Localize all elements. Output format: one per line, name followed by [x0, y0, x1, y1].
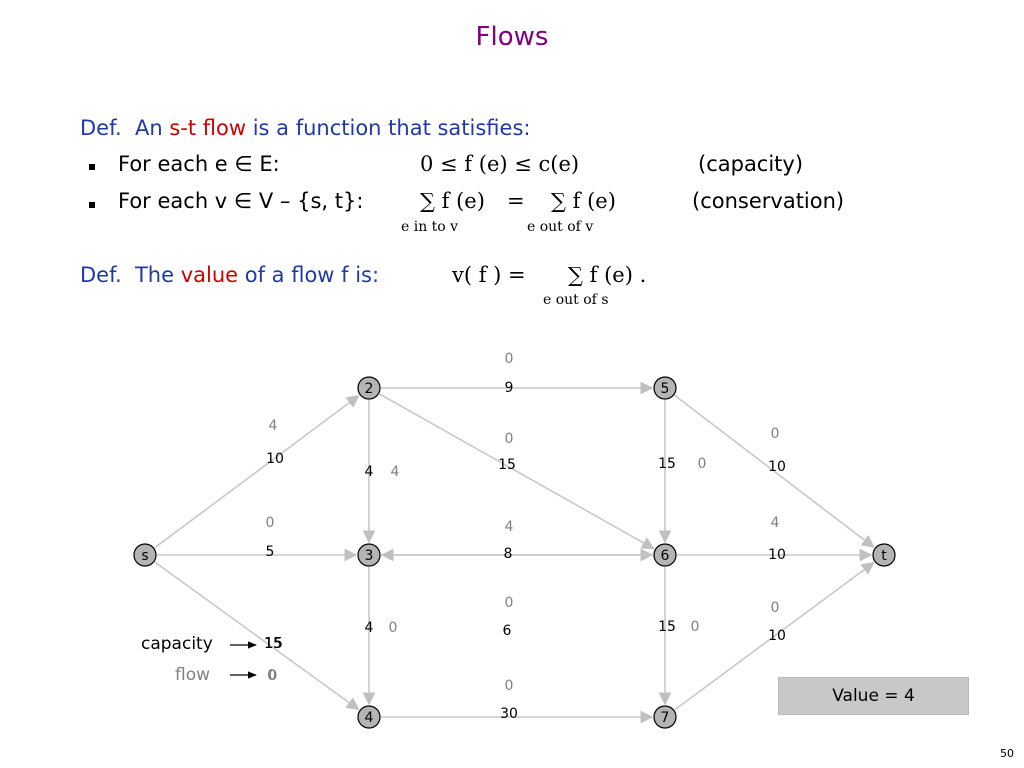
edge-capacity-label: 10	[266, 451, 284, 467]
node-label-3: 3	[365, 548, 374, 564]
edge-2-6	[379, 393, 655, 550]
edge-capacity-label: 9	[505, 380, 514, 396]
edge-s-4	[154, 561, 360, 711]
slide-title: Flows	[475, 22, 549, 52]
edge-flow-label: 4	[391, 464, 400, 480]
edge-capacity-label: 10	[768, 459, 786, 475]
definition-value: Def. The value of a flow f is:	[80, 263, 379, 287]
capacity-note: (capacity)	[698, 152, 804, 176]
value-sum: ∑ f (e) .	[568, 263, 647, 287]
page-number: 50	[1000, 747, 1014, 760]
node-label-2: 2	[365, 381, 374, 397]
edge-7-t	[674, 561, 875, 711]
conservation-right-sum: ∑ f (e)	[551, 189, 616, 213]
edge-capacity-label: 4	[365, 464, 374, 480]
edge-flow-label: 4	[771, 515, 780, 531]
node-label-t: t	[881, 548, 887, 564]
legend-capacity-label: capacity	[141, 634, 213, 654]
edge-flow-label: 0	[771, 426, 780, 442]
def2-prefix: Def. The	[80, 263, 181, 287]
edge-capacity-label: 15	[264, 636, 282, 652]
node-s	[133, 543, 157, 567]
edge-flow-label: 0	[505, 351, 514, 367]
def1-suffix: is a function that satisfies:	[246, 116, 531, 140]
conservation-left-subscript: e in to v	[401, 219, 459, 235]
edge-capacity-label: 15	[658, 619, 676, 635]
node-4	[357, 705, 381, 729]
node-label-5: 5	[661, 381, 670, 397]
capacity-formula: 0 ≤ f (e) ≤ c(e)	[420, 152, 580, 176]
definition-flow: Def. An s-t flow is a function that sati…	[80, 116, 530, 140]
edge-capacity-label: 15	[658, 456, 676, 472]
flow-value-box: Value = 4	[778, 677, 969, 715]
edge-flow-label: 0	[771, 600, 780, 616]
def1-term: s-t flow	[169, 116, 247, 140]
edge-capacity-label: 10	[768, 628, 786, 644]
edge-capacity-label: 6	[503, 623, 512, 639]
value-formula: v( f ) =	[452, 263, 526, 287]
edge-flow-label: 0	[505, 431, 514, 447]
node-6	[653, 543, 677, 567]
edge-flow-label: 0	[266, 515, 275, 531]
node-2	[357, 376, 381, 400]
edge-flow-label: 4	[269, 418, 278, 434]
node-7	[653, 705, 677, 729]
edge-capacity-label: 4	[365, 620, 374, 636]
bullet-marker	[89, 202, 95, 208]
node-t	[872, 543, 896, 567]
conservation-note: (conservation)	[692, 189, 845, 213]
edge-flow-label: 0	[691, 619, 700, 635]
conservation-equals: =	[507, 189, 525, 213]
conservation-left-sum: ∑ f (e)	[420, 189, 485, 213]
legend-capacity-value: 15	[264, 634, 284, 652]
node-label-4: 4	[365, 710, 374, 726]
edge-s-2	[154, 395, 360, 549]
legend-flow-value: 0	[267, 666, 277, 684]
edge-flow-label: 0	[505, 595, 514, 611]
edge-capacity-label: 15	[498, 457, 516, 473]
edge-flow-label: 0	[505, 678, 514, 694]
node-3	[357, 543, 381, 567]
edge-5-t	[674, 394, 875, 548]
def1-prefix: Def. An	[80, 116, 170, 140]
edge-capacity-label: 30	[500, 706, 518, 722]
legend-flow-label: flow	[175, 665, 211, 685]
bullet-marker	[89, 164, 95, 170]
node-label-s: s	[141, 548, 148, 564]
node-label-7: 7	[661, 710, 670, 726]
edge-capacity-label: 5	[266, 544, 275, 560]
def2-term: value	[180, 263, 239, 287]
def2-suffix: of a flow f is:	[238, 263, 380, 287]
edge-capacity-label: 8	[504, 546, 513, 562]
value-subscript: e out of s	[543, 292, 609, 308]
edge-flow-label: 0	[269, 668, 278, 684]
node-5	[653, 376, 677, 400]
conservation-right-subscript: e out of v	[527, 219, 594, 235]
edge-flow-label: 0	[698, 456, 707, 472]
node-label-6: 6	[661, 548, 670, 564]
bullet1-label: For each e ∈ E:	[118, 152, 280, 176]
bullet2-label: For each v ∈ V – {s, t}:	[118, 189, 364, 213]
edge-flow-label: 0	[389, 620, 398, 636]
edge-flow-label: 4	[505, 519, 514, 535]
edge-capacity-label: 10	[768, 547, 786, 563]
